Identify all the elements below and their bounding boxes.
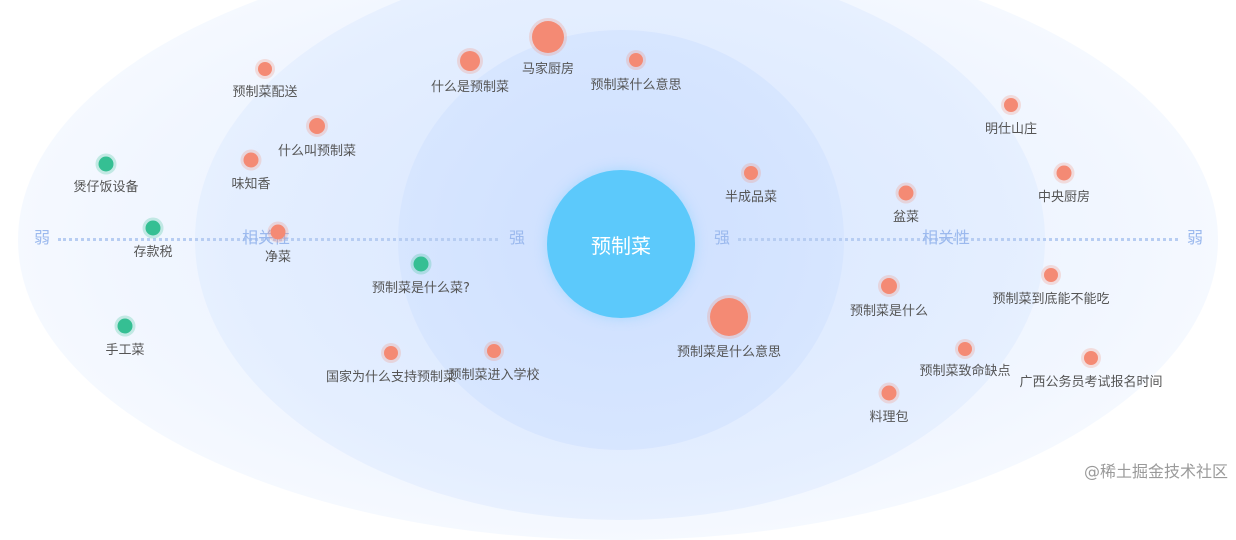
axis-label-left-inner: 强 (509, 228, 526, 247)
keyword-dot[interactable] (1084, 351, 1098, 365)
keyword-dot[interactable] (710, 298, 748, 336)
keyword-dot[interactable] (1004, 98, 1018, 112)
keyword-dot[interactable] (881, 278, 897, 294)
keyword-label: 明仕山庄 (984, 122, 1038, 137)
keyword-dot[interactable] (145, 220, 161, 236)
keyword-label: 预制菜进入学校 (448, 368, 540, 383)
keyword-dot[interactable] (413, 256, 429, 272)
axis-label-right-mid: 相关性 (922, 228, 971, 247)
keyword-label: 料理包 (869, 410, 909, 425)
keyword-dot[interactable] (487, 344, 501, 358)
keyword-dot[interactable] (117, 318, 133, 334)
keyword-label: 国家为什么支持预制菜 (325, 370, 457, 385)
keyword-label: 煲仔饭设备 (73, 180, 139, 195)
axis-label-left-outer: 弱 (34, 228, 51, 247)
keyword-dot[interactable] (243, 152, 259, 168)
keyword-dot[interactable] (532, 21, 564, 53)
keyword-dot[interactable] (881, 385, 897, 401)
axis-line-right (738, 238, 1178, 241)
watermark: @稀土掘金技术社区 (1083, 462, 1228, 481)
keyword-label: 预制菜致命缺点 (919, 364, 1011, 379)
keyword-label: 马家厨房 (521, 62, 575, 77)
keyword-label: 预制菜配送 (232, 85, 298, 100)
keyword-label: 预制菜是什么菜? (372, 281, 470, 296)
keyword-dot[interactable] (958, 342, 972, 356)
keyword-dot[interactable] (258, 62, 272, 76)
keyword-label: 中央厨房 (1037, 190, 1091, 205)
keyword-label: 手工菜 (105, 343, 145, 358)
keyword-dot[interactable] (744, 166, 758, 180)
keyword-dot[interactable] (309, 118, 325, 134)
keyword-dot[interactable] (1056, 165, 1072, 181)
keyword-label: 盆菜 (892, 210, 920, 225)
keyword-label: 预制菜什么意思 (590, 78, 682, 93)
keyword-label: 预制菜是什么 (849, 304, 929, 319)
relevance-diagram: 弱 相关性 强 强 相关性 弱 预制菜 马家厨房什么是预制菜预制菜什么意思预制菜… (18, 0, 1228, 540)
center-topic-circle[interactable]: 预制菜 (547, 170, 695, 318)
keyword-dot[interactable] (270, 224, 286, 240)
keyword-dot[interactable] (98, 156, 114, 172)
keyword-label: 净菜 (264, 250, 292, 265)
center-topic-label: 预制菜 (591, 233, 651, 258)
keyword-dot[interactable] (384, 346, 398, 360)
keyword-label: 广西公务员考试报名时间 (1019, 375, 1163, 390)
keyword-label: 预制菜是什么意思 (676, 345, 782, 360)
keyword-label: 存款税 (133, 245, 173, 260)
axis-label-right-inner: 强 (714, 228, 731, 247)
axis-label-right-outer: 弱 (1187, 228, 1204, 247)
keyword-label: 什么叫预制菜 (277, 144, 357, 159)
keyword-label: 什么是预制菜 (430, 80, 510, 95)
keyword-label: 味知香 (231, 177, 271, 192)
keyword-dot[interactable] (629, 53, 643, 67)
keyword-dot[interactable] (1044, 268, 1058, 282)
keyword-label: 预制菜到底能不能吃 (992, 292, 1110, 307)
keyword-label: 半成品菜 (724, 190, 778, 205)
keyword-dot[interactable] (460, 51, 480, 71)
keyword-dot[interactable] (898, 185, 914, 201)
axis-line-left (58, 238, 498, 241)
